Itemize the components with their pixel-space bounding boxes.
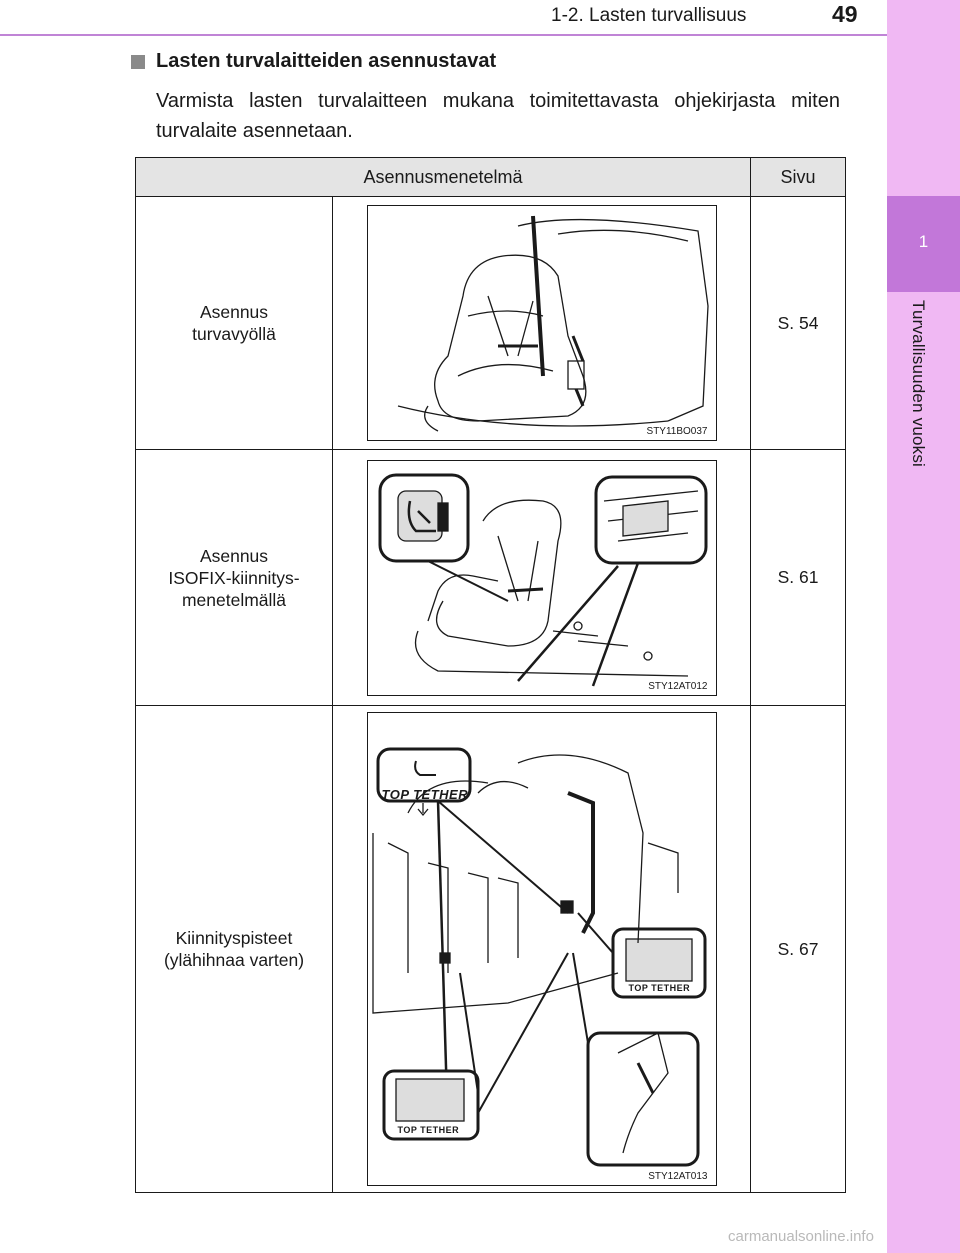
top-tether-label: TOP TETHER xyxy=(381,787,469,802)
top-tether-label: TOP TETHER xyxy=(628,983,691,993)
header-method: Asennusmenetelmä xyxy=(135,157,751,197)
figure-code: STY11BO037 xyxy=(644,426,710,437)
chapter-tab xyxy=(887,196,960,292)
method-line: Kiinnityspisteet xyxy=(175,928,293,948)
page-cell: S. 67 xyxy=(750,705,846,1193)
page-number: 49 xyxy=(832,1,858,27)
figure-cell: STY12AT012 xyxy=(332,449,751,706)
page-cell: S. 61 xyxy=(750,449,846,706)
table-row: Kiinnityspisteet (ylähihnaa varten) xyxy=(135,705,846,1193)
top-tether-label: TOP TETHER xyxy=(397,1125,460,1135)
isofix-illustration xyxy=(378,473,707,686)
heading-bullet-icon xyxy=(131,55,145,69)
top-tether-figure: TOP TETHER TOP TETHER TOP TETHER STY12AT… xyxy=(366,712,717,1186)
seat-belt-install-figure: STY11BO037 xyxy=(366,205,717,441)
tether-anchor-illustration xyxy=(371,747,706,1167)
intro-paragraph: Varmista lasten turvalaitteen mukana toi… xyxy=(156,90,840,142)
section-title: 1-2. Lasten turvallisuus xyxy=(551,5,747,26)
table-row: Asennus ISOFIX-kiinnitys- menetelmällä xyxy=(135,449,846,706)
figure-cell: TOP TETHER TOP TETHER TOP TETHER STY12AT… xyxy=(332,705,751,1193)
method-line: turvavyöllä xyxy=(192,324,276,344)
method-line: ISOFIX-kiinnitys- xyxy=(168,567,300,588)
chapter-sidebar xyxy=(887,0,960,1253)
method-line: (ylähihnaa varten) xyxy=(163,950,305,970)
method-cell: Asennus turvavyöllä xyxy=(135,196,333,450)
method-line: menetelmällä xyxy=(181,589,287,610)
method-line: Asennus xyxy=(199,545,269,566)
child-seat-belt-illustration xyxy=(397,215,709,432)
method-cell: Kiinnityspisteet (ylähihnaa varten) xyxy=(135,705,333,1193)
method-cell: Asennus ISOFIX-kiinnitys- menetelmällä xyxy=(135,449,333,706)
table-header-row: Asennusmenetelmä Sivu xyxy=(135,157,846,197)
method-line: Asennus xyxy=(199,302,269,322)
header-page: Sivu xyxy=(750,157,846,197)
installation-methods-table: Asennusmenetelmä Sivu Asennus turvavyöll… xyxy=(135,157,846,1193)
table-row: Asennus turvavyöllä xyxy=(135,196,846,450)
figure-code: STY12AT012 xyxy=(646,680,710,692)
isofix-install-figure: STY12AT012 xyxy=(366,459,717,696)
chapter-number: 1 xyxy=(918,232,929,251)
chapter-title: Turvallisuuden vuoksi xyxy=(909,300,928,468)
section-heading: Lasten turvalaitteiden asennustavat xyxy=(156,50,497,72)
page-cell: S. 54 xyxy=(750,196,846,450)
figure-code: STY12AT013 xyxy=(646,1171,710,1182)
watermark: carmanualsonline.info xyxy=(728,1228,874,1245)
figure-cell: STY11BO037 xyxy=(332,196,751,450)
header-rule xyxy=(0,34,887,36)
